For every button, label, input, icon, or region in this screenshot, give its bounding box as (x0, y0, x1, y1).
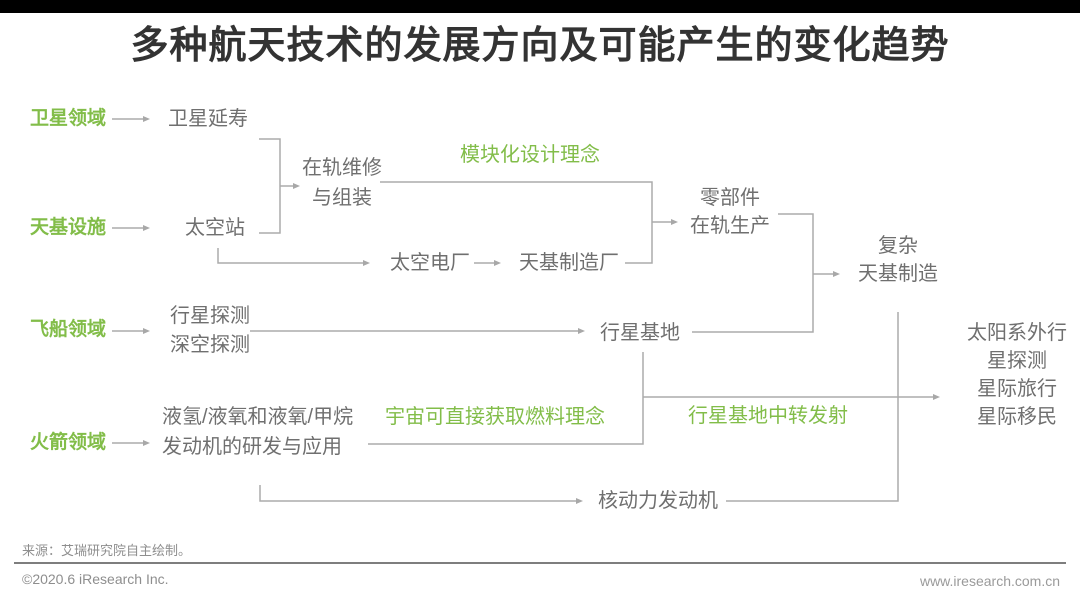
footer-copyright: ©2020.6 iResearch Inc. (22, 571, 169, 587)
node-space-station: 太空站 (185, 217, 245, 239)
annotation-fuel-concept: 宇宙可直接获取燃料理念 (385, 406, 605, 428)
row-label-rocket-field: 火箭领域 (30, 432, 107, 453)
node-orbit-repair-assembly: 在轨维修 与组装 (302, 157, 382, 209)
footer-divider (14, 562, 1066, 564)
node-nuclear-engine: 核动力发动机 (598, 490, 718, 512)
row-label-satellite-field: 卫星领域 (30, 108, 107, 129)
node-planet-deep-space-probe: 行星探测 深空探测 (170, 305, 250, 356)
bracket-satlife-station (259, 138, 281, 234)
annotation-modular-design: 模块化设计理念 (460, 144, 600, 166)
row-label-spacecraft-field: 飞船领域 (30, 319, 107, 340)
branch-rocket-to-nuclear (259, 485, 583, 504)
node-complex-space-manufacturing: 复杂 天基制造 (858, 235, 938, 285)
node-rocket-engine-rd: 液氢/液氧和液氧/甲烷 发动机的研发与应用 (162, 406, 354, 458)
node-final-outputs: 太阳系外行 星探测 星际旅行 星际移民 (967, 322, 1067, 428)
node-satellite-life-extension: 卫星延寿 (168, 108, 248, 130)
node-planet-base: 行星基地 (600, 322, 680, 344)
bracket-parts-base (692, 213, 814, 333)
top-black-bar (0, 0, 1080, 13)
fuel-line-to-base (368, 352, 644, 445)
annotation-transfer-launch: 行星基地中转发射 (688, 405, 848, 427)
node-space-power-plant: 太空电厂 (390, 252, 470, 274)
branch-station-to-plant (217, 248, 370, 266)
line-nuclear-up-to-complex (726, 312, 899, 502)
page-title: 多种航天技术的发展方向及可能产生的变化趋势 (130, 25, 950, 67)
footer-source-note: 来源：艾瑞研究院自主绘制。 (22, 543, 192, 558)
row-label-space-infrastructure: 天基设施 (30, 217, 107, 238)
node-space-factory: 天基制造厂 (519, 252, 619, 274)
node-parts-orbit-production: 零部件 在轨生产 (690, 187, 770, 237)
footer-website: www.iresearch.com.cn (919, 573, 1060, 589)
